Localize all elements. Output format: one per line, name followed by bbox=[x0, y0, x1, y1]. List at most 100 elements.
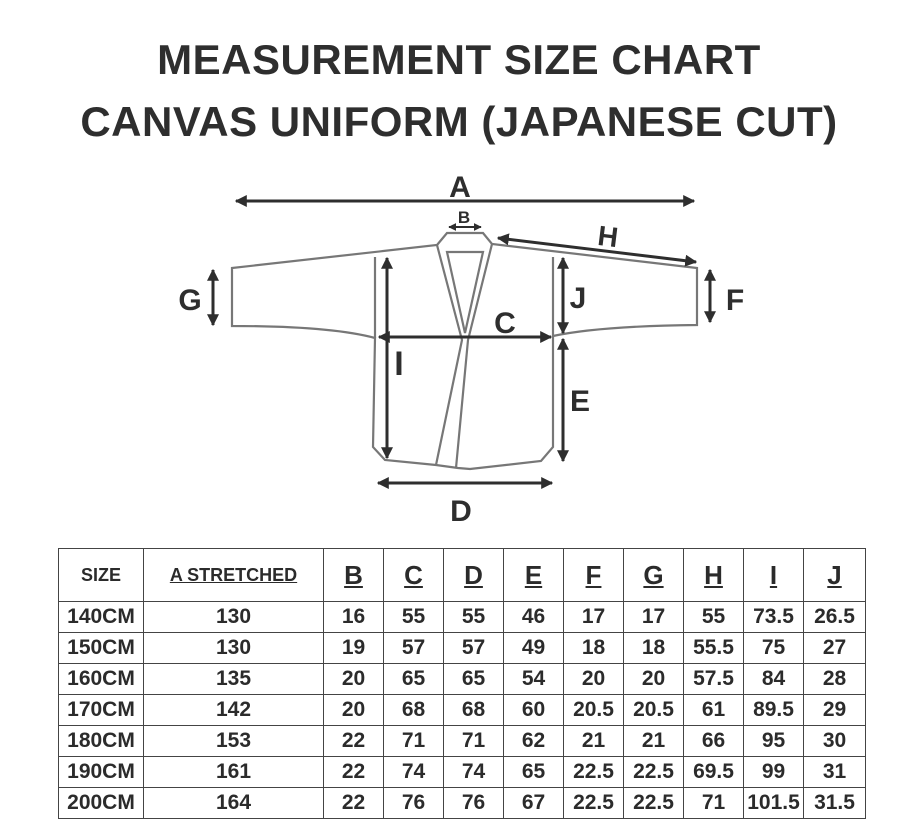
jacket-diagram: A B H G F J C I E D bbox=[178, 171, 744, 528]
value-cell: 17 bbox=[563, 601, 624, 633]
value-cell: 130 bbox=[143, 632, 324, 664]
size-cell: 180CM bbox=[58, 725, 144, 757]
value-cell: 20.5 bbox=[623, 694, 684, 726]
value-cell: 101.5 bbox=[743, 787, 804, 819]
column-header: I bbox=[743, 548, 804, 602]
value-cell: 27 bbox=[803, 632, 866, 664]
value-cell: 20.5 bbox=[563, 694, 624, 726]
value-cell: 57 bbox=[383, 632, 444, 664]
column-header-label: H bbox=[704, 559, 723, 590]
column-header: H bbox=[683, 548, 744, 602]
size-cell: 150CM bbox=[58, 632, 144, 664]
label-c: C bbox=[494, 307, 516, 340]
value-cell: 71 bbox=[443, 725, 504, 757]
value-cell: 46 bbox=[503, 601, 564, 633]
column-header: G bbox=[623, 548, 684, 602]
value-cell: 20 bbox=[323, 663, 384, 695]
value-cell: 20 bbox=[563, 663, 624, 695]
value-cell: 84 bbox=[743, 663, 804, 695]
label-a: A bbox=[449, 171, 471, 204]
column-header-label: A STRETCHED bbox=[169, 564, 298, 585]
value-cell: 26.5 bbox=[803, 601, 866, 633]
value-cell: 76 bbox=[383, 787, 444, 819]
value-cell: 22.5 bbox=[563, 756, 624, 788]
value-cell: 130 bbox=[143, 601, 324, 633]
value-cell: 65 bbox=[443, 663, 504, 695]
value-cell: 55 bbox=[383, 601, 444, 633]
value-cell: 153 bbox=[143, 725, 324, 757]
size-cell: 170CM bbox=[58, 694, 144, 726]
value-cell: 29 bbox=[803, 694, 866, 726]
value-cell: 65 bbox=[383, 663, 444, 695]
value-cell: 73.5 bbox=[743, 601, 804, 633]
value-cell: 74 bbox=[383, 756, 444, 788]
value-cell: 21 bbox=[623, 725, 684, 757]
value-cell: 65 bbox=[503, 756, 564, 788]
value-cell: 21 bbox=[563, 725, 624, 757]
value-cell: 61 bbox=[683, 694, 744, 726]
value-cell: 57 bbox=[443, 632, 504, 664]
size-cell: 200CM bbox=[58, 787, 144, 819]
value-cell: 55.5 bbox=[683, 632, 744, 664]
value-cell: 18 bbox=[623, 632, 684, 664]
column-header-label: F bbox=[585, 559, 602, 590]
column-header: D bbox=[443, 548, 504, 602]
arrow-h bbox=[496, 233, 698, 267]
column-header: F bbox=[563, 548, 624, 602]
value-cell: 57.5 bbox=[683, 663, 744, 695]
column-header-label: E bbox=[524, 559, 543, 590]
value-cell: 135 bbox=[143, 663, 324, 695]
column-header-label: G bbox=[643, 559, 664, 590]
value-cell: 68 bbox=[383, 694, 444, 726]
column-header: B bbox=[323, 548, 384, 602]
label-e: E bbox=[570, 385, 590, 418]
column-header-label: C bbox=[404, 559, 423, 590]
value-cell: 22.5 bbox=[623, 756, 684, 788]
value-cell: 142 bbox=[143, 694, 324, 726]
value-cell: 69.5 bbox=[683, 756, 744, 788]
table-header-row: SIZE A STRETCHED B C D E F G H I J bbox=[58, 548, 866, 602]
value-cell: 164 bbox=[143, 787, 324, 819]
value-cell: 30 bbox=[803, 725, 866, 757]
value-cell: 76 bbox=[443, 787, 504, 819]
column-header: A STRETCHED bbox=[143, 548, 324, 602]
value-cell: 22 bbox=[323, 725, 384, 757]
column-header-label: D bbox=[464, 559, 483, 590]
value-cell: 31.5 bbox=[803, 787, 866, 819]
column-header: C bbox=[383, 548, 444, 602]
label-b: B bbox=[458, 208, 470, 227]
column-header-label: B bbox=[344, 559, 363, 590]
value-cell: 71 bbox=[383, 725, 444, 757]
value-cell: 68 bbox=[443, 694, 504, 726]
label-h: H bbox=[596, 220, 620, 253]
label-i: I bbox=[394, 345, 403, 383]
column-header: J bbox=[803, 548, 866, 602]
label-j: J bbox=[570, 282, 587, 315]
value-cell: 89.5 bbox=[743, 694, 804, 726]
value-cell: 18 bbox=[563, 632, 624, 664]
column-header-label: J bbox=[827, 559, 842, 590]
value-cell: 16 bbox=[323, 601, 384, 633]
value-cell: 19 bbox=[323, 632, 384, 664]
column-header: SIZE bbox=[58, 548, 144, 602]
label-f: F bbox=[726, 284, 744, 317]
column-header-label: I bbox=[769, 559, 778, 590]
value-cell: 99 bbox=[743, 756, 804, 788]
value-cell: 17 bbox=[623, 601, 684, 633]
value-cell: 75 bbox=[743, 632, 804, 664]
value-cell: 161 bbox=[143, 756, 324, 788]
size-cell: 190CM bbox=[58, 756, 144, 788]
value-cell: 74 bbox=[443, 756, 504, 788]
measurement-arrows bbox=[207, 195, 716, 489]
label-g: G bbox=[178, 284, 201, 317]
value-cell: 66 bbox=[683, 725, 744, 757]
jacket-outline bbox=[230, 231, 699, 471]
value-cell: 22.5 bbox=[563, 787, 624, 819]
value-cell: 49 bbox=[503, 632, 564, 664]
title-line-2: CANVAS UNIFORM (JAPANESE CUT) bbox=[80, 98, 838, 145]
